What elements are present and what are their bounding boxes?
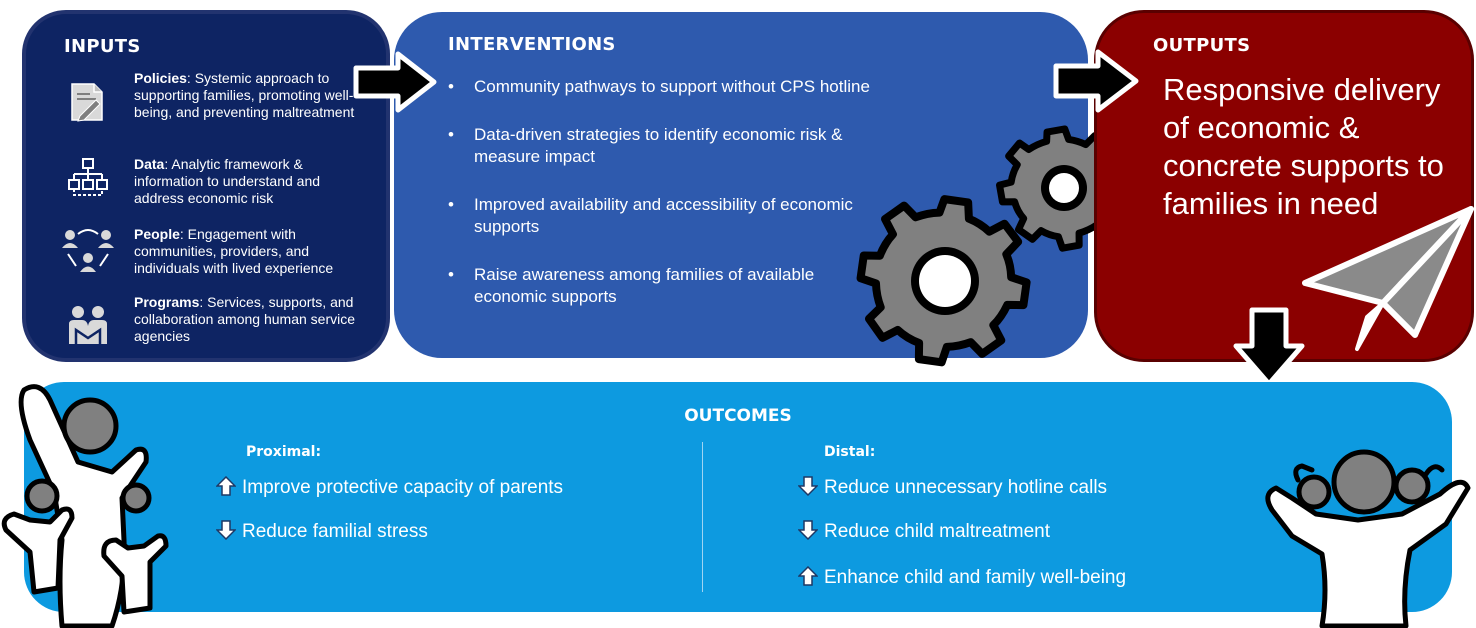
- arrow-right-icon: [1053, 49, 1139, 113]
- interventions-title: INTERVENTIONS: [448, 34, 616, 55]
- input-term: People: [134, 226, 180, 242]
- outcomes-title: OUTCOMES: [684, 406, 792, 426]
- outcome-text: Enhance child and family well-being: [824, 567, 1127, 588]
- bullet: •: [448, 265, 454, 284]
- arrow-down-icon: [1233, 307, 1305, 387]
- inputs-panel: INPUTS Policies: Systemic approach to su…: [22, 10, 390, 362]
- family-figures-left-icon: [1, 384, 169, 628]
- arrow-down-icon: [216, 520, 236, 540]
- distal-item: Enhance child and family well-being: [798, 566, 1126, 590]
- input-item-data: Data: Analytic framework & information t…: [134, 156, 362, 207]
- outputs-title: OUTPUTS: [1153, 35, 1251, 56]
- distal-item: Reduce child maltreatment: [798, 520, 1050, 544]
- policy-document-icon: [66, 80, 110, 124]
- family-figures-right-icon: [1265, 449, 1471, 628]
- distal-heading: Distal:: [824, 444, 876, 460]
- paper-plane-icon: [1302, 206, 1474, 351]
- outcomes-divider: [702, 442, 703, 592]
- list-item: • Raise awareness among families of avail…: [448, 264, 878, 308]
- arrow-down-icon: [798, 520, 818, 540]
- input-term: Data: [134, 156, 165, 172]
- proximal-item: Reduce familial stress: [216, 520, 428, 544]
- outcome-text: Reduce unnecessary hotline calls: [824, 477, 1108, 498]
- outcome-text: Reduce familial stress: [242, 521, 428, 542]
- input-text: : Analytic framework & information to un…: [134, 156, 321, 206]
- bullet: •: [448, 77, 454, 96]
- input-term: Programs: [134, 294, 200, 310]
- data-hierarchy-icon: [66, 156, 110, 200]
- proximal-heading: Proximal:: [246, 444, 322, 460]
- input-term: Policies: [134, 70, 187, 86]
- bullet: •: [448, 125, 454, 144]
- list-item: • Improved availability and accessibility…: [448, 194, 878, 238]
- intervention-text: Data-driven strategies to identify econo…: [474, 125, 843, 166]
- outputs-panel: OUTPUTS Responsive delivery of economic …: [1094, 10, 1474, 362]
- list-item: • Community pathways to support without C…: [448, 76, 878, 98]
- arrow-down-icon: [798, 476, 818, 496]
- interventions-list: • Community pathways to support without C…: [448, 76, 878, 334]
- distal-item: Reduce unnecessary hotline calls: [798, 476, 1107, 500]
- intervention-text: Raise awareness among families of availa…: [474, 265, 815, 306]
- input-item-policies: Policies: Systemic approach to supportin…: [134, 70, 362, 121]
- people-network-icon: [60, 226, 116, 272]
- arrow-up-icon: [798, 566, 818, 586]
- outcome-text: Reduce child maltreatment: [824, 521, 1050, 542]
- proximal-item: Improve protective capacity of parents: [216, 476, 563, 500]
- inputs-title: INPUTS: [64, 36, 141, 57]
- arrow-up-icon: [216, 476, 236, 496]
- intervention-text: Improved availability and accessibility …: [474, 195, 853, 236]
- outputs-text: Responsive delivery of economic & concre…: [1163, 72, 1444, 221]
- collaboration-icon: [66, 304, 110, 348]
- input-text: : Services, supports, and collaboration …: [134, 294, 356, 344]
- intervention-text: Community pathways to support without CP…: [474, 77, 870, 96]
- input-text: : Engagement with communities, providers…: [134, 226, 334, 276]
- outcomes-panel: OUTCOMES Proximal: Improve protective ca…: [24, 382, 1452, 612]
- arrow-right-icon: [353, 51, 437, 113]
- outcome-text: Improve protective capacity of parents: [242, 477, 564, 498]
- input-item-people: People: Engagement with communities, pro…: [134, 226, 362, 277]
- list-item: • Data-driven strategies to identify econ…: [448, 124, 878, 168]
- input-text: : Systemic approach to supporting famili…: [134, 70, 355, 120]
- large-gear-icon: [856, 195, 1031, 367]
- input-item-programs: Programs: Services, supports, and collab…: [134, 294, 362, 345]
- bullet: •: [448, 195, 454, 214]
